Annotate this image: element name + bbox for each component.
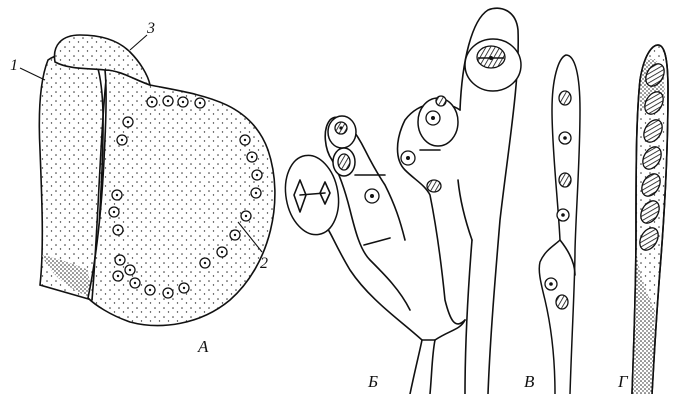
panel-a-drawing	[20, 35, 275, 326]
panel-g-drawing	[632, 45, 668, 394]
panel-label-v: В	[524, 372, 535, 391]
panel-label-g: Г	[617, 372, 629, 391]
label-2: 2	[260, 255, 268, 272]
panel-b-drawing	[279, 8, 521, 394]
panel-label-a: А	[197, 337, 209, 356]
label-1: 1	[10, 57, 18, 74]
label-3: 3	[146, 20, 155, 37]
panel-v-drawing	[539, 55, 580, 394]
hatched-nucleus-top	[477, 46, 505, 68]
panel-label-b: Б	[367, 372, 378, 391]
